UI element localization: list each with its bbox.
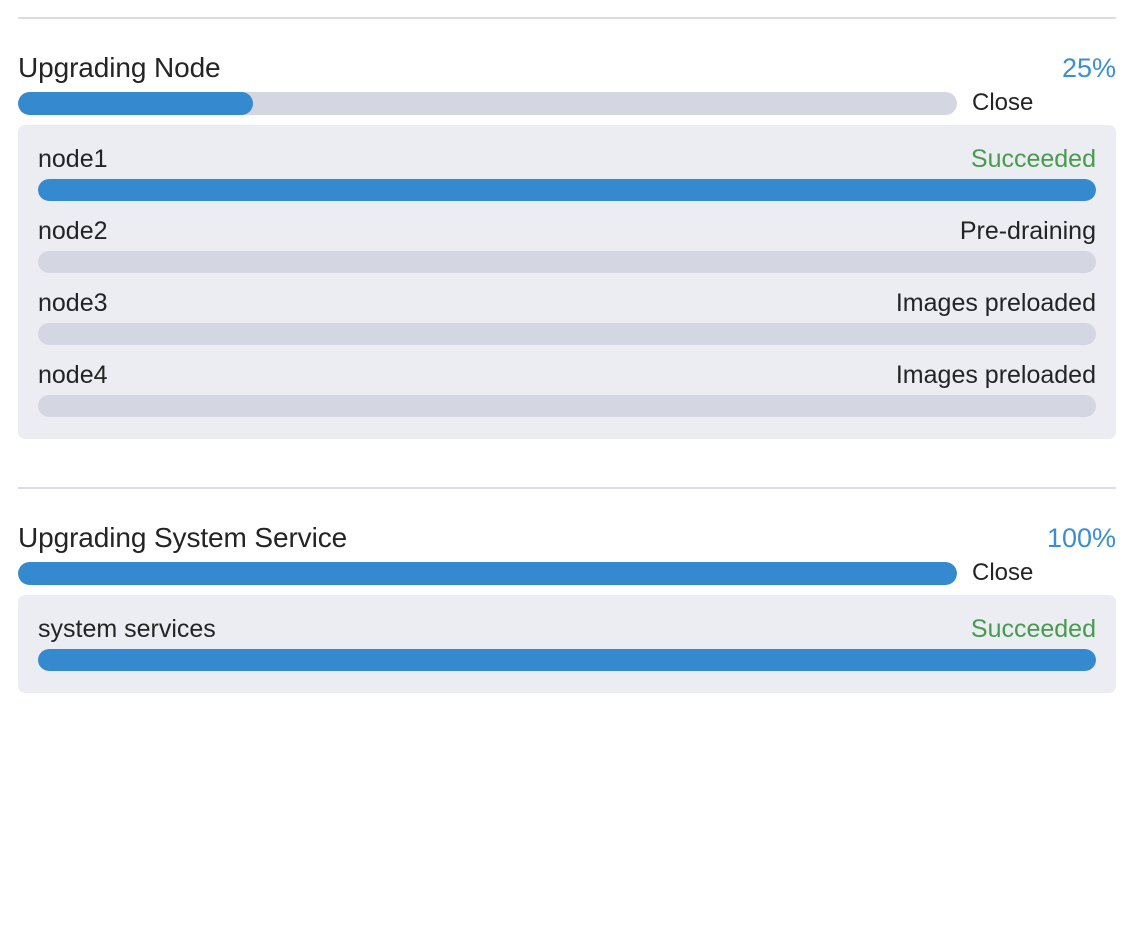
status-badge: Succeeded <box>970 615 1096 643</box>
status-badge: Images preloaded <box>895 361 1096 389</box>
node-progress-fill <box>38 179 1096 201</box>
node-list-panel: node1 Succeeded node2 Pre-draining n <box>18 125 1116 439</box>
list-item-header: system services Succeeded <box>38 609 1096 649</box>
list-item-header: node1 Succeeded <box>38 139 1096 179</box>
progress-percent-label: 25% <box>1061 53 1116 83</box>
section-gap <box>0 439 1134 487</box>
close-button[interactable]: Close <box>972 89 1034 116</box>
list-item: system services Succeeded <box>38 609 1096 671</box>
node-progress-bar <box>38 179 1096 201</box>
service-progress-fill <box>38 649 1096 671</box>
node-name: node4 <box>38 361 108 389</box>
page-title: Upgrading System Service <box>18 522 348 553</box>
list-item: node3 Images preloaded <box>38 273 1096 345</box>
service-name: system services <box>38 615 216 643</box>
overall-progress-row: Close <box>18 561 1116 585</box>
section-upgrading-system-service: Upgrading System Service 100% Close syst… <box>0 489 1134 693</box>
overall-progress-bar <box>18 561 957 585</box>
header-spacer <box>18 489 1116 515</box>
close-button[interactable]: Close <box>972 559 1034 586</box>
status-badge: Succeeded <box>970 145 1096 173</box>
list-item-header: node2 Pre-draining <box>38 211 1096 251</box>
progress-percent-label: 100% <box>1046 523 1116 553</box>
section-header: Upgrading System Service 100% <box>18 515 1116 561</box>
node-name: node1 <box>38 145 108 173</box>
node-progress-bar <box>38 395 1096 417</box>
service-progress-bar <box>38 649 1096 671</box>
node-name: node2 <box>38 217 108 245</box>
list-item: node1 Succeeded <box>38 139 1096 201</box>
status-badge: Images preloaded <box>895 289 1096 317</box>
overall-progress-fill <box>18 91 253 115</box>
top-spacer <box>0 0 1134 17</box>
overall-progress-row: Close <box>18 91 1116 115</box>
list-item: node4 Images preloaded <box>38 345 1096 417</box>
page-title: Upgrading Node <box>18 52 221 83</box>
list-item-header: node4 Images preloaded <box>38 355 1096 395</box>
list-item: node2 Pre-draining <box>38 201 1096 273</box>
node-name: node3 <box>38 289 108 317</box>
overall-progress-bar <box>18 91 957 115</box>
node-progress-bar <box>38 323 1096 345</box>
node-progress-bar <box>38 251 1096 273</box>
service-list-panel: system services Succeeded <box>18 595 1116 693</box>
section-upgrading-node: Upgrading Node 25% Close node1 Succeeded <box>0 19 1134 439</box>
overall-progress-fill <box>18 561 957 585</box>
header-spacer <box>18 19 1116 45</box>
section-divider-middle <box>18 487 1116 489</box>
section-divider-top <box>18 17 1116 19</box>
status-badge: Pre-draining <box>959 217 1096 245</box>
list-item-header: node3 Images preloaded <box>38 283 1096 323</box>
section-header: Upgrading Node 25% <box>18 45 1116 91</box>
